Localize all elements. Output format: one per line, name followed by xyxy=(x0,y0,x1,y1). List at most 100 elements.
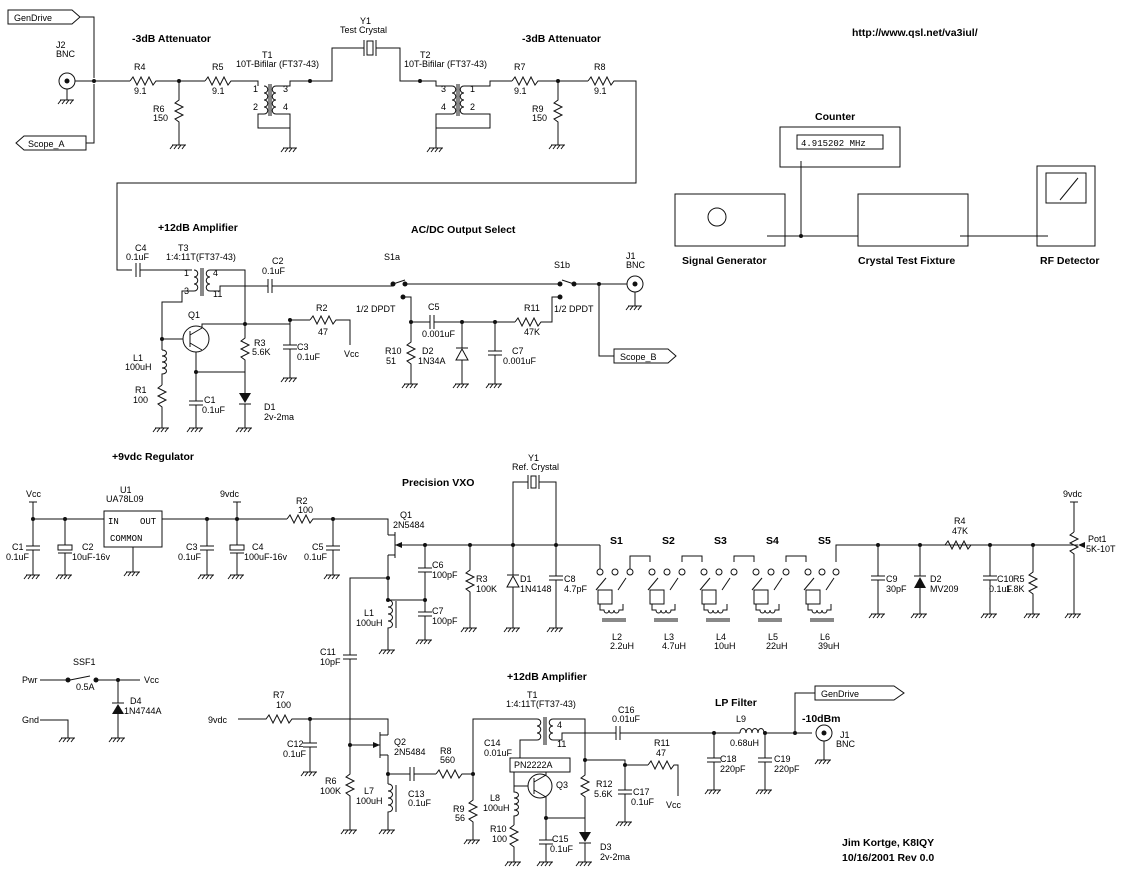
svg-text:4: 4 xyxy=(557,720,562,730)
vxo-d2-varactor xyxy=(910,545,927,619)
amp-c17-ref: C17 xyxy=(633,787,650,797)
date-rev-label: 10/16/2001 Rev 0.0 xyxy=(842,852,934,864)
top-l1-ref: L1 xyxy=(133,353,143,363)
top-r1-resistor xyxy=(156,384,168,428)
rf-detector-label: RF Detector xyxy=(1040,255,1100,267)
d4-zener xyxy=(108,680,125,743)
vxo-r3-resistor xyxy=(464,545,476,628)
reg-c4-value: 100uF-16v xyxy=(244,552,288,562)
amp-r11-ref: R11 xyxy=(654,738,670,748)
output-j1-type: BNC xyxy=(836,739,856,749)
gendrive-out-label: GenDrive xyxy=(821,689,859,699)
buf-c13-capacitor xyxy=(388,767,436,781)
d4-ref: D4 xyxy=(130,696,142,706)
q2-jfet xyxy=(350,732,389,774)
reg-c5-capacitor xyxy=(323,519,340,580)
amp-r12-value: 5.6K xyxy=(594,789,613,799)
output-select-title: AC/DC Output Select xyxy=(411,224,516,236)
inductor-switch-bank: S1 S2 S3 S4 S5 L2 2.2uH L3 4.7uH L4 10uH… xyxy=(595,535,1078,651)
reg-vcc-label: Vcc xyxy=(26,489,42,499)
switch-s4 xyxy=(751,568,790,605)
pot-9vdc-label: 9vdc xyxy=(1063,489,1083,499)
lp-filter-section: LP Filter L9 0.68uH C18 220pF C19 220pF … xyxy=(704,685,905,795)
amp-r11-value: 47 xyxy=(656,748,666,758)
signal-generator-box xyxy=(674,193,786,247)
top-c5-capacitor xyxy=(429,315,515,329)
c11-value: 10pF xyxy=(320,657,341,667)
svg-text:1: 1 xyxy=(184,268,189,278)
buf-r8-resistor xyxy=(435,768,473,780)
buf-r7-value: 100 xyxy=(276,700,291,710)
top-c7-ref: C7 xyxy=(512,346,524,356)
switch-s4-label: S4 xyxy=(766,535,779,547)
top-q1-transistor xyxy=(162,323,245,373)
svg-text:3: 3 xyxy=(441,84,446,94)
vxo-c6-value: 100pF xyxy=(432,570,458,580)
l5-ref: L5 xyxy=(768,632,778,642)
top-r2-resistor xyxy=(309,314,351,345)
r6-ref: R6 xyxy=(153,104,165,114)
gnd-label: Gnd xyxy=(22,715,39,725)
l9-ref: L9 xyxy=(736,714,746,724)
vxo-q1-jfet xyxy=(387,532,470,600)
r7-resistor xyxy=(511,75,588,87)
y1-ref: Y1 xyxy=(360,16,371,26)
y1-value: Test Crystal xyxy=(340,25,387,35)
vxo-r4-ref: R4 xyxy=(954,516,966,526)
buf-r9-ref: R9 xyxy=(453,804,465,814)
t3-value: 1:4:11T(FT37-43) xyxy=(166,252,236,262)
c18-value: 220pF xyxy=(720,764,746,774)
reg-c2-capacitor xyxy=(55,519,73,580)
ref-y1-value: Ref. Crystal xyxy=(512,462,559,472)
top-c1-ref: C1 xyxy=(204,395,216,405)
q3-transistor xyxy=(514,772,553,818)
amp-r10-value: 100 xyxy=(492,834,507,844)
t2-value: 10T-Bifilar (FT37-43) xyxy=(404,59,487,69)
u1-common-pin: COMMON xyxy=(110,534,142,544)
vxo-section: Precision VXO Q1 2N5484 Y1 Ref. Crystal … xyxy=(356,453,1116,655)
vxo-c9-capacitor xyxy=(868,545,885,619)
l9-inductor xyxy=(739,728,812,734)
amp-l8-value: 100uH xyxy=(483,803,510,813)
amp-d3-led xyxy=(575,832,592,867)
gendrive-out-tag xyxy=(814,685,905,701)
top-r3-resistor xyxy=(239,324,251,393)
ssf1-value: 0.5A xyxy=(76,682,95,692)
reg-c3-ref: C3 xyxy=(186,542,198,552)
reg-r2-ref: R2 xyxy=(296,496,308,506)
ref-y1-ref: Y1 xyxy=(528,453,539,463)
t2-transformer: 34 12 xyxy=(420,80,512,153)
amp-l8-inductor xyxy=(513,786,519,825)
switch-s5-label: S5 xyxy=(818,535,831,547)
svg-text:3: 3 xyxy=(283,84,288,94)
reg-r2-resistor xyxy=(286,513,389,535)
pot1-potentiometer xyxy=(1068,531,1080,614)
r6-value: 150 xyxy=(153,113,168,123)
t3-ref: T3 xyxy=(178,243,189,253)
amp-c15-capacitor xyxy=(536,818,553,867)
gendrive-label: GenDrive xyxy=(14,13,52,23)
reg-c1-value: 0.1uF xyxy=(6,552,30,562)
amp-vcc-label: Vcc xyxy=(666,800,682,810)
reg-c3-capacitor xyxy=(197,519,214,580)
top-c5-value: 0.001uF xyxy=(422,329,456,339)
vxo-c8-capacitor xyxy=(546,545,563,633)
r5-resistor xyxy=(204,75,259,87)
svg-text:11: 11 xyxy=(213,289,222,299)
buf-r7-ref: R7 xyxy=(273,690,285,700)
l4-value: 10uH xyxy=(714,641,736,651)
c11-capacitor xyxy=(343,576,390,745)
svg-text:1: 1 xyxy=(253,84,258,94)
attenuator-left-title: -3dB Attenuator xyxy=(132,33,211,45)
amp-c15-value: 0.1uF xyxy=(550,844,574,854)
scope-b-tag xyxy=(613,348,677,364)
vxo-l1-ref: L1 xyxy=(364,608,374,618)
l2-inductor xyxy=(599,604,624,614)
r8-resistor xyxy=(116,75,637,271)
scope-a-label: Scope_A xyxy=(28,139,65,149)
vxo-l1-inductor xyxy=(378,599,397,655)
top-c7-capacitor xyxy=(485,322,502,389)
top-r2-value: 47 xyxy=(318,327,328,337)
dpdt-b-label: 1/2 DPDT xyxy=(554,304,594,314)
